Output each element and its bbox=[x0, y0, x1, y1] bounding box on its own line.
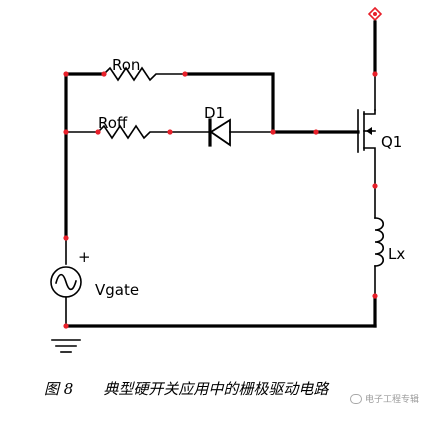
node-bottom-left bbox=[63, 323, 69, 329]
source-plus-label: + bbox=[78, 248, 91, 266]
watermark: 电子工程专辑 bbox=[349, 392, 419, 405]
figure-caption: 图 8 典型硬开关应用中的栅极驱动电路 bbox=[44, 378, 328, 399]
node-source-pin bbox=[372, 183, 378, 189]
node-ron-right bbox=[182, 71, 188, 77]
drain-terminal-dot bbox=[373, 12, 377, 16]
chat-bubble-icon bbox=[349, 393, 362, 404]
node-gate-pin bbox=[313, 129, 319, 135]
node-left-top bbox=[63, 71, 69, 77]
node-roff-left bbox=[95, 129, 101, 135]
ground-symbol bbox=[51, 339, 81, 353]
node-left-lower bbox=[63, 235, 69, 241]
watermark-text: 电子工程专辑 bbox=[364, 395, 419, 405]
node-drain-pin bbox=[372, 71, 378, 77]
voltage-source-vgate bbox=[50, 266, 82, 298]
wire-ron-to-gate bbox=[183, 72, 275, 134]
node-ron-left bbox=[101, 71, 107, 77]
node-inductor-bottom bbox=[372, 293, 378, 299]
mosfet-q1 bbox=[357, 109, 376, 187]
source-label: Vgate bbox=[95, 281, 139, 299]
diode-d1 bbox=[208, 118, 231, 147]
roff-label: Roff bbox=[98, 114, 128, 132]
resistor-roff bbox=[96, 124, 171, 140]
ron-label: Ron bbox=[112, 56, 140, 74]
caption-text: 典型硬开关应用中的栅极驱动电路 bbox=[103, 380, 329, 398]
diode-label: D1 bbox=[204, 104, 225, 122]
node-left-mid bbox=[63, 129, 69, 135]
figure-number: 图 8 bbox=[44, 380, 74, 398]
node-gate-junction bbox=[270, 129, 276, 135]
resistor-ron bbox=[102, 66, 186, 82]
inductor-lx bbox=[374, 217, 385, 267]
inductor-label: Lx bbox=[388, 245, 405, 263]
mosfet-label: Q1 bbox=[381, 133, 402, 151]
node-roff-right bbox=[167, 129, 173, 135]
